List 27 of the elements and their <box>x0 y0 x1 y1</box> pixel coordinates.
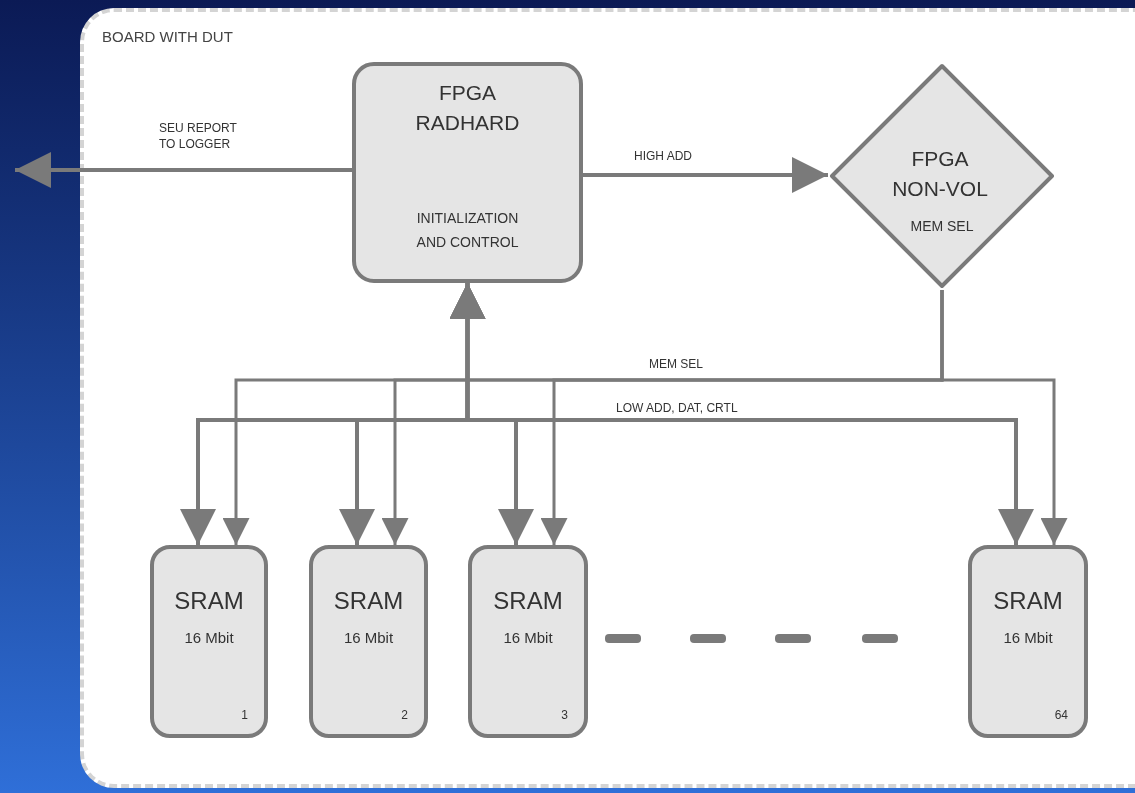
node-title: SRAM <box>992 586 1064 616</box>
memory-box <box>150 545 268 738</box>
memory-box <box>468 545 588 738</box>
node-subtitle: 16 Mbit <box>342 628 395 648</box>
callout-number: 2 <box>401 707 408 724</box>
callout-number: 1 <box>241 707 248 724</box>
arrow <box>940 290 1068 545</box>
node-subtitle: 16 Mbit <box>1002 628 1054 648</box>
node-subtitle: MEM SEL <box>909 217 975 236</box>
process-box <box>352 62 583 283</box>
node-subtitle: INITIALIZATION AND CONTROL <box>415 209 520 252</box>
board-title: BOARD WITH DUT <box>102 27 233 47</box>
node-title: SRAM <box>173 586 245 616</box>
callout-number: 64 <box>1054 707 1068 724</box>
memory-box <box>309 545 428 738</box>
node-subtitle: 16 Mbit <box>183 628 235 648</box>
node-title: SRAM <box>492 586 564 616</box>
node-subtitle: 16 Mbit <box>502 628 554 648</box>
arrow <box>583 157 828 193</box>
node-title: FPGA NON-VOL <box>892 146 988 202</box>
callout-number: 3 <box>561 707 568 724</box>
node-title: FPGA RADHARD <box>414 80 521 136</box>
arrow <box>15 152 352 188</box>
memory-box <box>968 545 1088 738</box>
board-panel <box>80 8 1135 788</box>
node-title: SRAM <box>332 586 405 616</box>
arrow <box>449 283 1034 545</box>
